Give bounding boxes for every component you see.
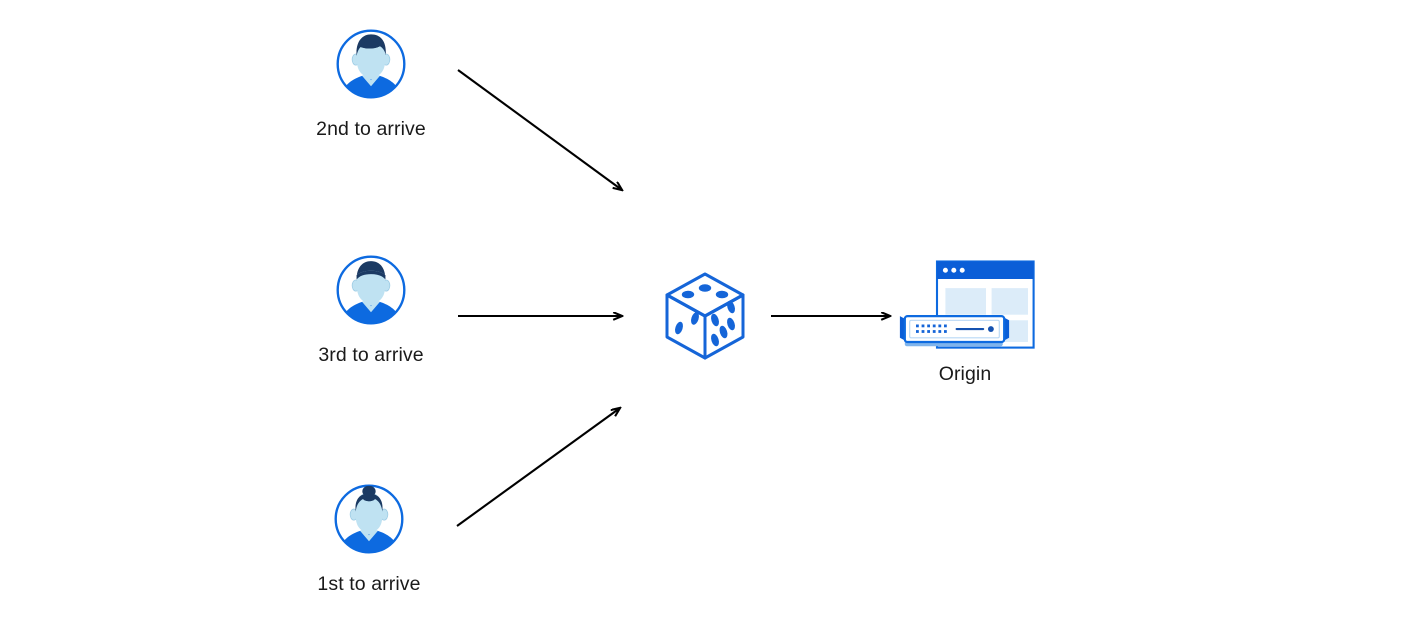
node-visitor-2nd: 2nd to arrive: [291, 27, 451, 140]
user-avatar-male-icon: [336, 29, 406, 99]
server-appliance-icon: [899, 314, 1010, 347]
user-avatar-female-icon: [334, 484, 404, 554]
node-label-origin: Origin: [938, 363, 992, 385]
node-label-visitor-1st: 1st to arrive: [317, 573, 421, 595]
node-label-visitor-3rd: 3rd to arrive: [318, 344, 424, 366]
user-avatar-male-icon: [336, 255, 406, 325]
browser-window-icon: [935, 260, 1035, 349]
node-visitor-1st: 1st to arrive: [289, 482, 449, 595]
arrow-1st-to-dice: [456, 408, 620, 527]
arrow-2nd-to-dice: [457, 69, 622, 190]
node-origin: Origin: [865, 257, 1065, 385]
node-label-visitor-2nd: 2nd to arrive: [316, 118, 426, 140]
node-visitor-3rd: 3rd to arrive: [291, 253, 451, 366]
dice-cube-icon: [665, 272, 745, 360]
node-randomizer: [655, 266, 755, 371]
origin-server-browser-icon: [899, 260, 1035, 349]
